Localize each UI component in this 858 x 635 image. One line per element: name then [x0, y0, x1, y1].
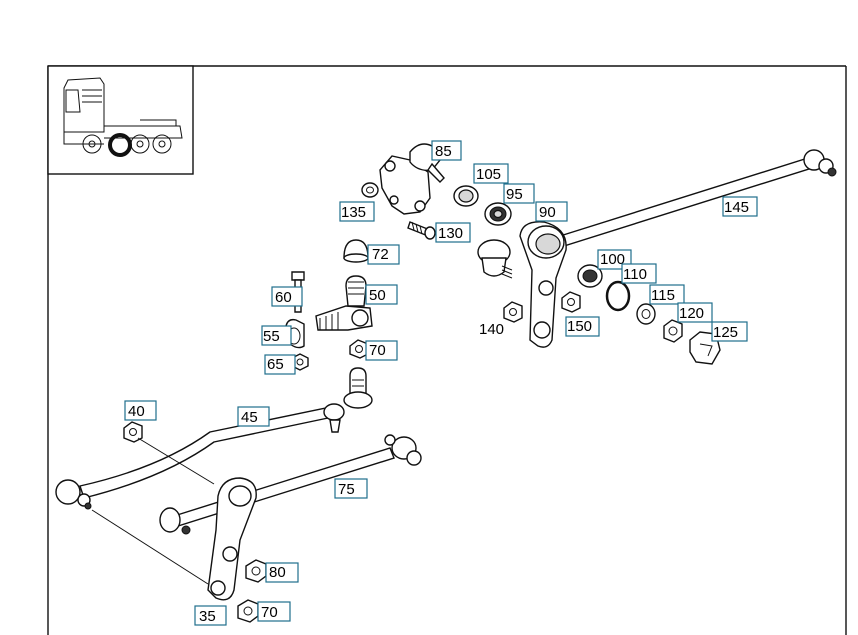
svg-text:140: 140 [479, 321, 504, 338]
callout-65: 65 [264, 354, 296, 375]
ball-stud-90 [477, 239, 513, 279]
bolt-130 [407, 221, 436, 240]
nut-140 [503, 301, 523, 323]
callout-135: 135 [339, 201, 375, 222]
cap-72 [343, 239, 369, 263]
callout-60: 60 [271, 286, 303, 307]
svg-text:130: 130 [438, 225, 463, 242]
ball-joint-75-right [384, 434, 422, 466]
callout-115: 115 [649, 284, 685, 305]
upper-assembly [285, 143, 837, 371]
callout-130: 130 [435, 222, 471, 243]
washer-115 [636, 303, 656, 325]
callout-150: 150 [565, 316, 600, 337]
svg-text:75: 75 [338, 481, 355, 498]
svg-text:90: 90 [539, 204, 556, 221]
svg-text:120: 120 [679, 305, 704, 322]
callout-70-upper: 70 [365, 340, 398, 361]
svg-text:55: 55 [263, 328, 280, 345]
svg-text:70: 70 [261, 604, 278, 621]
steering-arm-35 [207, 477, 257, 601]
callout-72: 72 [367, 244, 400, 265]
svg-text:115: 115 [651, 287, 675, 304]
callout-105: 105 [473, 163, 509, 184]
svg-text:125: 125 [713, 324, 738, 341]
svg-text:70: 70 [369, 342, 386, 359]
bearing-95 [484, 202, 512, 226]
callout-125: 125 [711, 321, 748, 342]
svg-text:150: 150 [567, 318, 592, 335]
svg-text:145: 145 [724, 199, 749, 216]
svg-text:72: 72 [372, 246, 389, 263]
tie-rod-145 [559, 157, 813, 247]
callout-35: 35 [194, 605, 227, 626]
svg-text:110: 110 [623, 266, 647, 283]
nut-70-upper [349, 339, 369, 359]
ball-joint-45-left [55, 479, 92, 510]
ball-joint-45-right [323, 403, 345, 433]
ball-stud-50 [315, 275, 373, 331]
nut-150 [561, 291, 581, 313]
svg-text:40: 40 [128, 403, 145, 420]
svg-text:100: 100 [600, 251, 625, 268]
steering-arm-90 [519, 221, 567, 348]
callout-75: 75 [334, 478, 368, 499]
svg-text:50: 50 [369, 287, 386, 304]
lower-assembly [55, 367, 422, 623]
ring-110 [605, 280, 631, 312]
callout-50: 50 [365, 284, 398, 305]
washer-135 [361, 182, 379, 198]
ball-stud-upper [343, 367, 373, 409]
callout-80: 80 [265, 562, 299, 583]
svg-text:80: 80 [269, 564, 286, 581]
svg-text:35: 35 [199, 608, 216, 625]
nut-120 [663, 319, 683, 343]
callout-55: 55 [261, 325, 292, 346]
callout-70-lower: 70 [257, 601, 291, 622]
svg-text:105: 105 [476, 166, 501, 183]
truck-icon [63, 77, 183, 157]
svg-text:65: 65 [267, 356, 284, 373]
callout-140: 140 [479, 321, 504, 338]
callout-110: 110 [621, 263, 657, 284]
svg-text:95: 95 [506, 186, 523, 203]
nut-70-lower [237, 599, 259, 623]
callout-90: 90 [535, 201, 568, 222]
seal-105 [453, 185, 479, 207]
ball-joint-145-end [803, 149, 837, 177]
nut-40 [123, 421, 143, 443]
svg-text:60: 60 [275, 289, 292, 306]
truck-locator-inset [47, 65, 194, 175]
callout-40: 40 [124, 400, 157, 421]
svg-text:45: 45 [241, 409, 258, 426]
callout-45: 45 [237, 406, 270, 427]
callout-85: 85 [431, 140, 462, 161]
callout-100: 100 [597, 249, 632, 270]
ball-joint-75-left [159, 507, 191, 535]
seal-100 [577, 264, 603, 288]
callout-145: 145 [722, 196, 758, 217]
svg-text:85: 85 [435, 143, 452, 160]
nut-80 [245, 559, 267, 583]
callout-95: 95 [503, 183, 535, 204]
callout-120: 120 [677, 302, 713, 323]
svg-text:135: 135 [341, 204, 366, 221]
